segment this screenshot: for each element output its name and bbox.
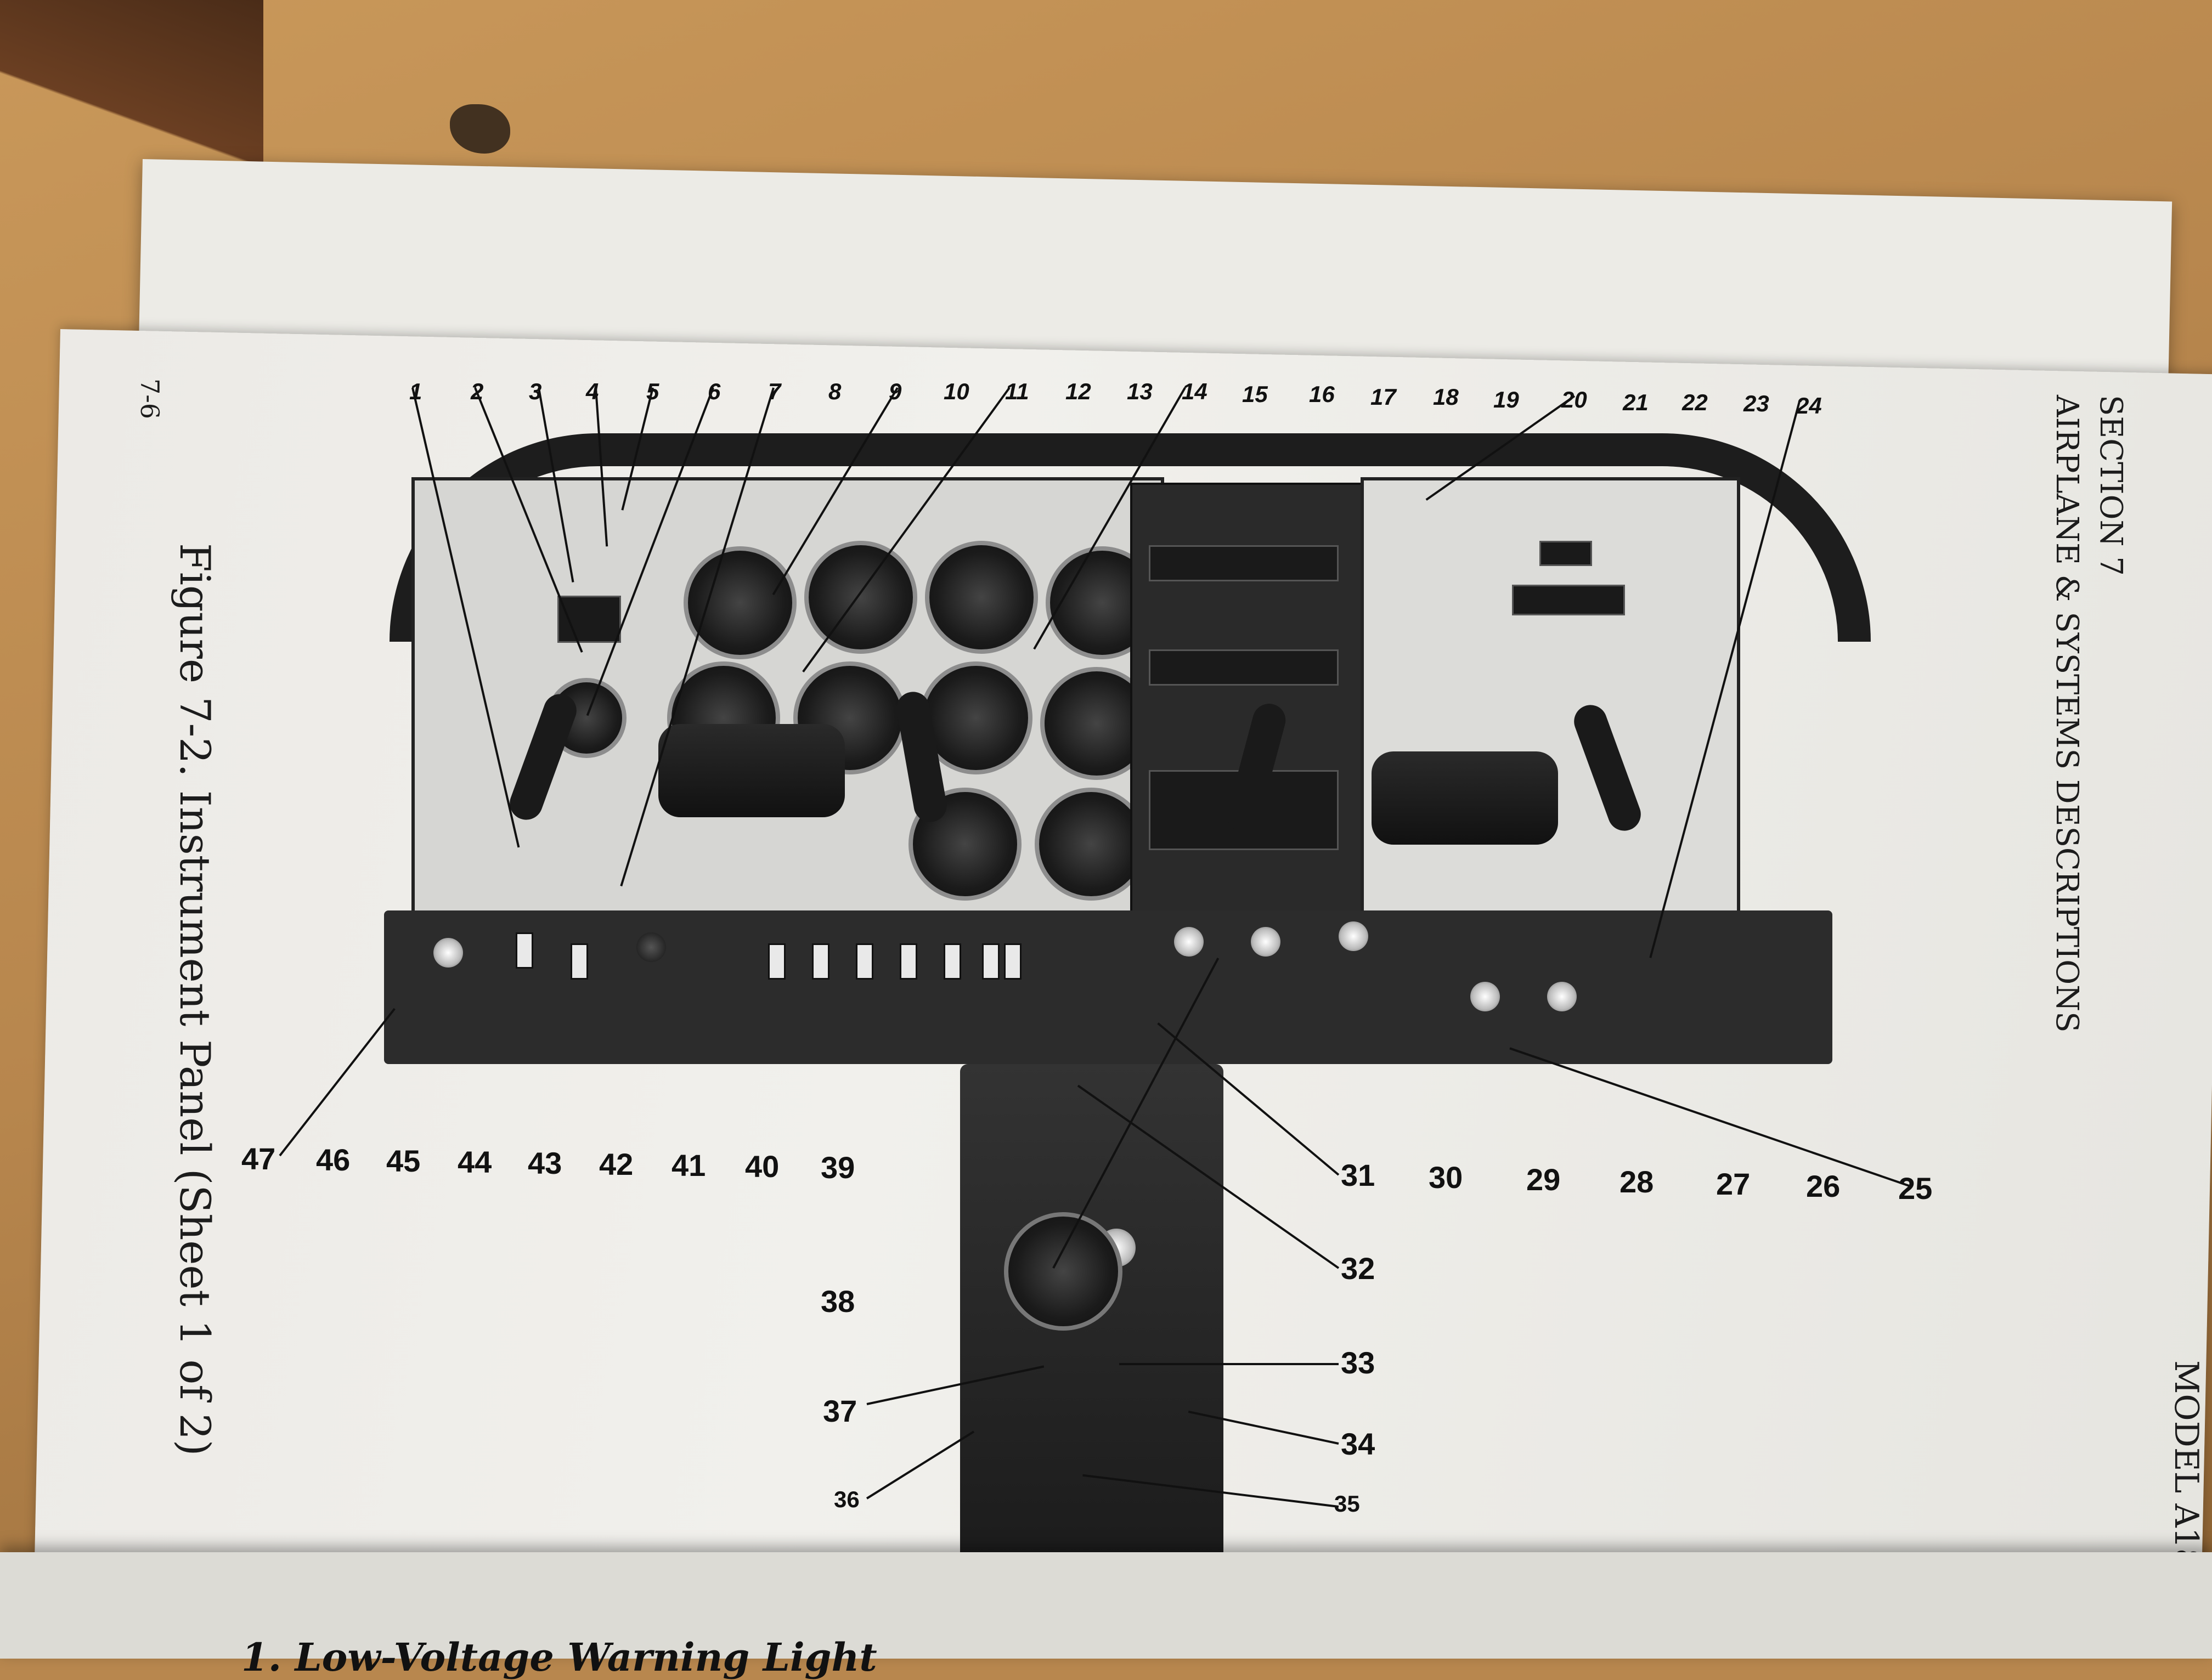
tachometer-gauge bbox=[1035, 788, 1148, 901]
ink-stain bbox=[450, 104, 510, 154]
callout-33: 33 bbox=[1341, 1345, 1375, 1380]
callout-10: 10 bbox=[944, 378, 969, 404]
callout-11: 11 bbox=[1005, 378, 1029, 404]
callout-27: 27 bbox=[1716, 1167, 1751, 1201]
callout-4: 4 bbox=[586, 378, 599, 404]
callout-5: 5 bbox=[646, 378, 659, 404]
avionics-stack bbox=[1130, 483, 1365, 915]
annunciator-1 bbox=[1539, 541, 1592, 566]
callout-45: 45 bbox=[386, 1144, 421, 1178]
next-page-text: 1. Low-Voltage Warning Light bbox=[241, 1634, 877, 1680]
propeller-knob bbox=[1251, 927, 1280, 957]
fuel-selector bbox=[1004, 1212, 1122, 1331]
page-number: 7-6 bbox=[135, 378, 165, 420]
callout-19: 19 bbox=[1493, 387, 1519, 412]
radio-display-2 bbox=[1149, 649, 1339, 686]
throttle-knob bbox=[1174, 927, 1204, 957]
callout-35: 35 bbox=[1334, 1491, 1360, 1517]
flight-instrument-panel bbox=[411, 477, 1164, 923]
attitude-gauge bbox=[804, 541, 917, 654]
callout-32: 32 bbox=[1341, 1251, 1375, 1286]
callout-46: 46 bbox=[316, 1142, 351, 1177]
callout-21: 21 bbox=[1623, 389, 1649, 415]
switch-3 bbox=[856, 943, 873, 980]
callout-47: 47 bbox=[241, 1141, 276, 1176]
switch-5 bbox=[944, 943, 961, 980]
master-switch bbox=[516, 932, 533, 969]
right-panel bbox=[1361, 477, 1740, 923]
pedestal-console bbox=[960, 1064, 1223, 1558]
callout-25: 25 bbox=[1898, 1171, 1933, 1206]
callout-20: 20 bbox=[1561, 387, 1587, 412]
callout-23: 23 bbox=[1743, 391, 1769, 416]
figure-caption: Figure 7-2. Instrument Panel (Sheet 1 of… bbox=[171, 543, 219, 1456]
callout-26: 26 bbox=[1806, 1169, 1841, 1203]
switch-6 bbox=[982, 943, 1000, 980]
airspeed-gauge bbox=[684, 546, 797, 659]
callout-17: 17 bbox=[1370, 384, 1396, 410]
callout-12: 12 bbox=[1065, 378, 1091, 404]
leader-line-33 bbox=[1119, 1363, 1339, 1365]
callout-44: 44 bbox=[458, 1145, 492, 1179]
lower-switch-panel bbox=[384, 910, 1832, 1064]
switch-1 bbox=[768, 943, 786, 980]
callout-13: 13 bbox=[1127, 378, 1153, 404]
callout-15: 15 bbox=[1242, 381, 1268, 407]
callout-24: 24 bbox=[1796, 393, 1822, 418]
callout-14: 14 bbox=[1182, 378, 1207, 404]
instrument-panel-photo bbox=[351, 417, 1871, 1558]
altimeter-gauge bbox=[925, 541, 1038, 654]
section-title-line1: SECTION 7 bbox=[2093, 395, 2129, 576]
callout-43: 43 bbox=[528, 1146, 562, 1180]
callout-16: 16 bbox=[1309, 381, 1335, 407]
callout-2: 2 bbox=[471, 378, 484, 404]
radio-display-1 bbox=[1149, 545, 1339, 581]
mixture-knob bbox=[1339, 921, 1368, 951]
callout-30: 30 bbox=[1429, 1160, 1463, 1195]
avionics-switch bbox=[571, 943, 588, 980]
switch-7 bbox=[1004, 943, 1022, 980]
callout-3: 3 bbox=[529, 378, 542, 404]
callout-9: 9 bbox=[889, 378, 902, 404]
callout-41: 41 bbox=[672, 1148, 706, 1183]
section-title-line2: AIRPLANE & SYSTEMS DESCRIPTIONS bbox=[2049, 395, 2085, 1033]
switch-4 bbox=[900, 943, 917, 980]
callout-38: 38 bbox=[821, 1284, 855, 1319]
callout-18: 18 bbox=[1433, 384, 1459, 410]
callout-31: 31 bbox=[1341, 1158, 1375, 1192]
callout-42: 42 bbox=[599, 1147, 634, 1181]
annunciator-2 bbox=[1512, 585, 1625, 615]
callout-36: 36 bbox=[834, 1486, 860, 1512]
callout-37: 37 bbox=[823, 1394, 857, 1428]
callout-8: 8 bbox=[828, 378, 842, 404]
callout-7: 7 bbox=[768, 378, 781, 404]
callout-1: 1 bbox=[409, 378, 422, 404]
callout-22: 22 bbox=[1682, 389, 1708, 415]
callout-39: 39 bbox=[821, 1150, 855, 1185]
callout-6: 6 bbox=[708, 378, 721, 404]
desk-edge bbox=[0, 0, 263, 181]
switch-2 bbox=[812, 943, 830, 980]
copilot-yoke bbox=[1372, 751, 1558, 845]
ignition-switch bbox=[636, 932, 666, 962]
callout-40: 40 bbox=[745, 1149, 780, 1184]
pilot-yoke bbox=[658, 724, 845, 817]
cowl-flap-knob-2 bbox=[1547, 982, 1577, 1011]
callout-34: 34 bbox=[1341, 1427, 1375, 1461]
master-knob bbox=[433, 938, 463, 968]
cowl-flap-knob-1 bbox=[1470, 982, 1500, 1011]
callout-29: 29 bbox=[1526, 1162, 1561, 1197]
callout-28: 28 bbox=[1620, 1164, 1654, 1199]
next-page-edge: 1. Low-Voltage Warning Light bbox=[0, 1552, 2212, 1680]
